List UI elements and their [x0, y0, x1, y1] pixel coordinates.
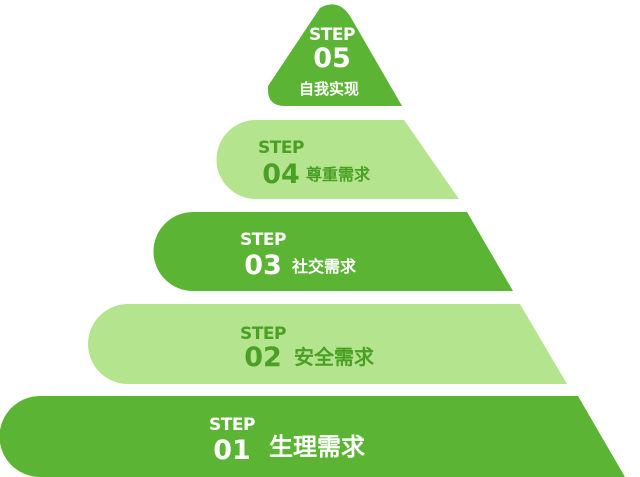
tier-2-shape	[88, 304, 567, 384]
tier-1-step-word: STEP	[209, 415, 255, 435]
tier-2-step-word: STEP	[240, 324, 286, 344]
tier-4-label: 尊重需求	[306, 165, 371, 184]
tier-1-label: 生理需求	[269, 433, 365, 461]
tier-5-shape	[268, 4, 402, 106]
tier-5-step-number: 05	[313, 43, 351, 74]
tier-4-step-number: 04	[262, 159, 300, 190]
tier-1-step-number: 01	[213, 435, 251, 466]
tier-5-step-word: STEP	[309, 25, 355, 45]
tier-4-step-word: STEP	[258, 138, 304, 158]
tier-3-label: 社交需求	[291, 257, 357, 276]
tier-4-shape	[216, 120, 459, 199]
tier-1-shape	[0, 396, 625, 477]
pyramid-tier-2: STEP 02 安全需求	[88, 304, 567, 384]
tier-3-shape	[153, 212, 513, 291]
tier-2-label: 安全需求	[294, 345, 375, 369]
pyramid-tier-5: STEP 05 自我实现	[268, 4, 402, 106]
pyramid-tier-1: STEP 01 生理需求	[0, 396, 625, 477]
tier-2-step-number: 02	[244, 342, 282, 373]
pyramid-tier-3: STEP 03 社交需求	[153, 212, 513, 291]
tier-3-step-word: STEP	[240, 230, 286, 250]
tier-5-label: 自我实现	[299, 80, 359, 98]
pyramid-tier-4: STEP 04 尊重需求	[216, 120, 459, 199]
tier-3-step-number: 03	[244, 250, 282, 281]
